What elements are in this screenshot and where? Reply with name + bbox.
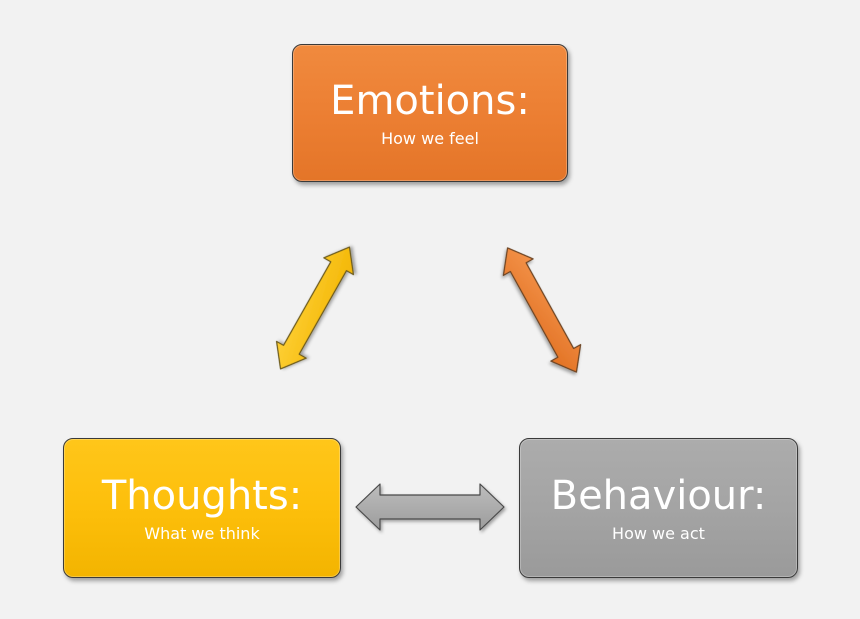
thoughts-subtitle: What we think — [144, 523, 260, 543]
arrow-emotions-behaviour — [502, 247, 582, 373]
arrow-thoughts-emotions — [275, 246, 355, 370]
emotions-box: Emotions: How we feel — [292, 44, 568, 182]
emotions-subtitle: How we feel — [381, 128, 479, 148]
behaviour-box: Behaviour: How we act — [519, 438, 798, 578]
behaviour-title: Behaviour: — [550, 472, 767, 519]
thoughts-title: Thoughts: — [101, 472, 303, 519]
thoughts-box: Thoughts: What we think — [63, 438, 341, 578]
behaviour-subtitle: How we act — [612, 523, 705, 543]
emotions-title: Emotions: — [330, 77, 530, 124]
arrow-thoughts-behaviour — [355, 483, 505, 531]
